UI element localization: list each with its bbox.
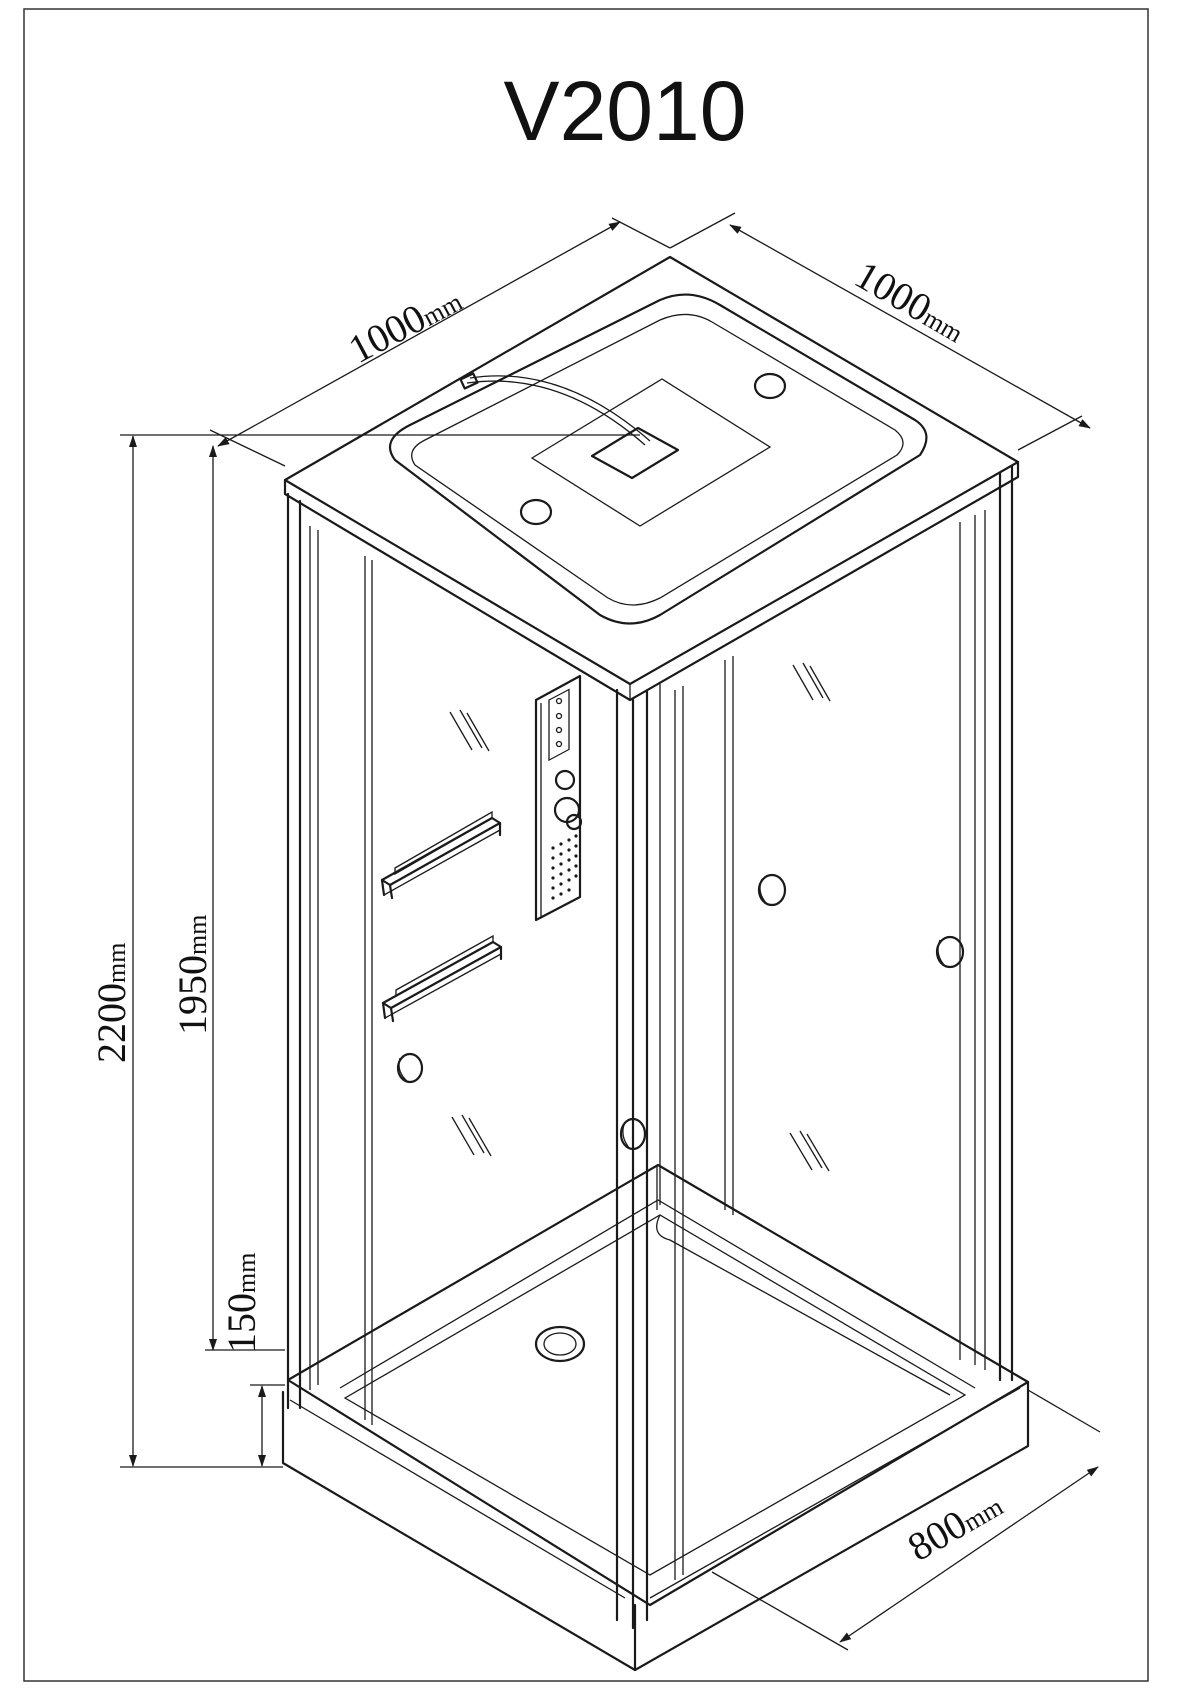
roof-dome-outer (388, 293, 928, 625)
rain-shower-plate (530, 378, 772, 527)
dim-label-width: 1000mm (341, 276, 468, 372)
dim-line-door-width (839, 1466, 1099, 1643)
dim-label-enclosure-height: 1950mm (170, 915, 215, 1035)
dim-label-depth: 1000mm (848, 252, 975, 351)
door-handle-icon (757, 873, 787, 907)
temperature-knob-icon (554, 769, 576, 791)
dim-line-depth (729, 224, 1091, 429)
wall-knob-icon (396, 1052, 424, 1084)
roof-edge (283, 460, 1020, 702)
rain-shower-head (590, 426, 680, 480)
door-handle-icon (935, 935, 965, 969)
shelf-lower (381, 934, 503, 1023)
dim-line-width (217, 221, 621, 447)
dim-label-overall-height: 2200mm (89, 943, 134, 1063)
roof-light-icon (753, 372, 787, 400)
roof-light-icon (519, 498, 553, 526)
dim-label-door-width: 800mm (900, 1481, 1009, 1570)
dim-label-tray-height: 150mm (219, 1253, 264, 1353)
door-handle-icon (619, 1117, 647, 1151)
drawing-title: V2010 (504, 64, 747, 158)
shelf-upper (380, 810, 502, 900)
control-panel (534, 674, 582, 922)
panel-display (548, 688, 570, 762)
shower-cabin (281, 255, 1030, 1672)
drain-icon (534, 1325, 586, 1363)
shower-tray-basin (343, 1214, 967, 1576)
body-jets (551, 834, 578, 900)
glass-reflections (449, 662, 831, 1172)
page-border (23, 8, 1149, 1682)
roof-dome-inner (411, 313, 904, 606)
dimension-lines (120, 212, 1101, 1651)
